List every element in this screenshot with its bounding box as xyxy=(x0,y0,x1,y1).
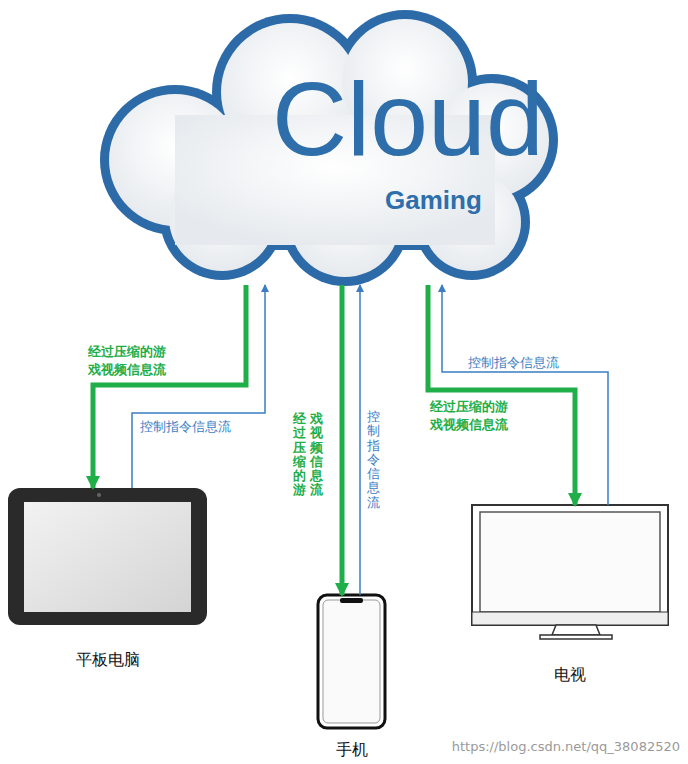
tablet-node: 平板电脑 xyxy=(8,488,207,625)
cloud-subtitle: Gaming xyxy=(385,187,482,213)
edge-label: 控制指令信息流 xyxy=(140,418,231,436)
video-stream-arrow xyxy=(428,285,575,505)
device-label: 手机 xyxy=(336,740,368,761)
tv-drawing xyxy=(472,505,668,639)
edge-label: 经过压缩的游戏视频信息流 xyxy=(88,343,170,378)
cloud-fill xyxy=(109,19,549,277)
cloud-outline xyxy=(100,10,558,286)
video-stream-arrow xyxy=(340,285,345,595)
edge-label: 经过压缩的游戏视频信息流 xyxy=(293,412,323,499)
edge-label: 控制指令信息流 xyxy=(468,354,559,372)
cloud-node: CloudGaming xyxy=(100,5,555,285)
tv-node: 电视 xyxy=(472,505,668,640)
phone-drawing xyxy=(318,595,385,728)
video-stream-arrow xyxy=(93,285,246,488)
edge-label: 经过压缩的游戏视频信息流 xyxy=(430,398,512,433)
watermark: https://blog.csdn.net/qq_38082520 xyxy=(452,738,680,756)
cloud-title: Cloud xyxy=(272,67,544,171)
control-stream-arrow xyxy=(359,285,361,595)
edge-label: 控制指令信息流 xyxy=(367,410,380,510)
control-stream-arrow xyxy=(132,285,265,488)
device-label: 平板电脑 xyxy=(76,650,140,671)
phone-node: 手机 xyxy=(318,595,385,728)
control-stream-arrow xyxy=(442,285,608,505)
device-label: 电视 xyxy=(554,665,586,686)
tablet-drawing xyxy=(8,488,207,625)
